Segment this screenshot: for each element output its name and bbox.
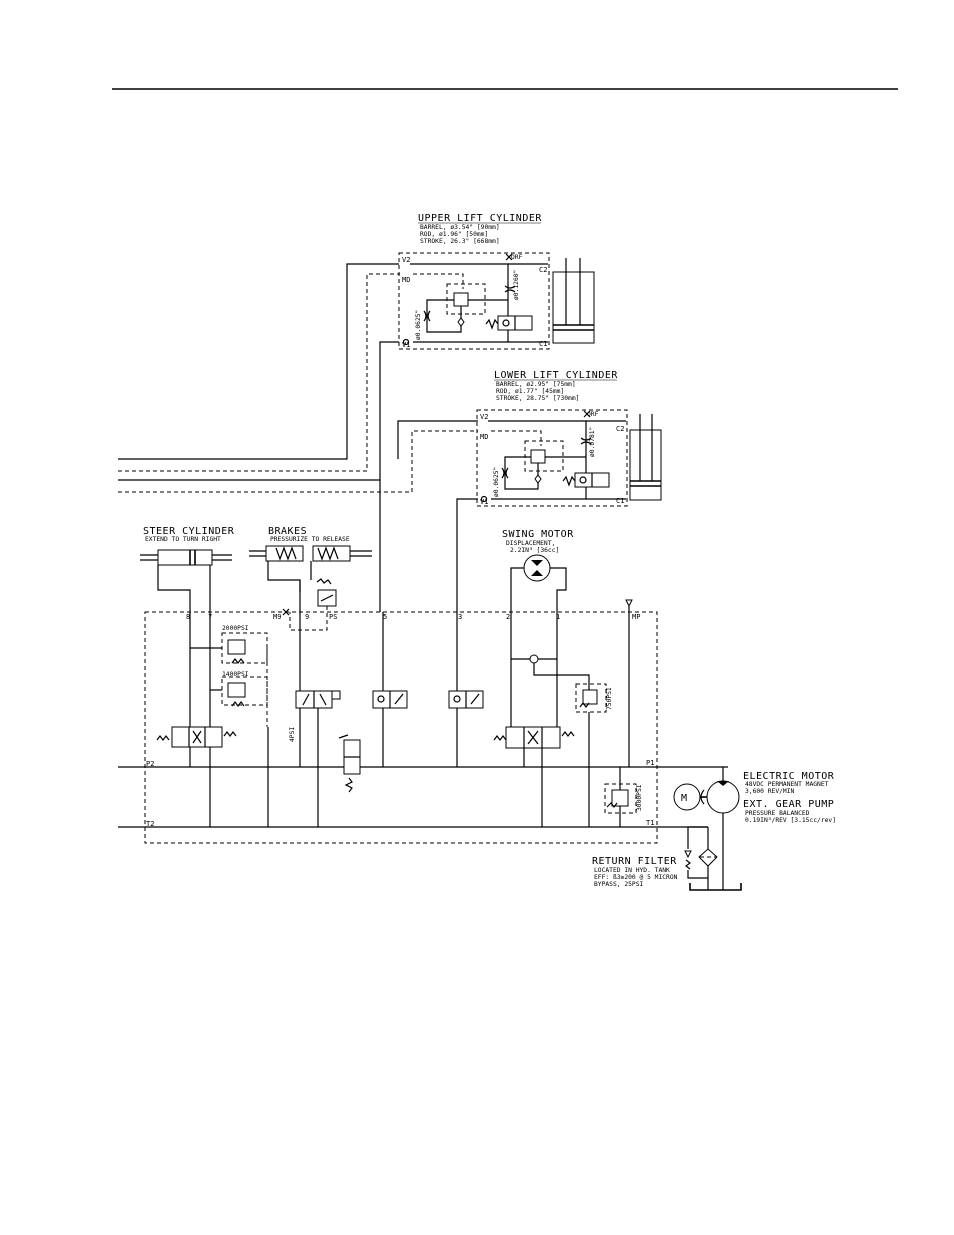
lower-cylinder-body [629,429,662,501]
manifold-port: 9 [305,613,309,621]
steer-cylinder: STEER CYLINDER EXTEND TO TURN RIGHT [140,526,235,612]
orifice-size: ø0.0625" [415,310,422,340]
lower-lift-spec: STROKE, 28.75" [730mm] [496,395,579,402]
swing-title: SWING MOTOR [502,529,574,540]
swing-motor: SWING MOTOR DISPLACEMENT, 2.2IN³ [36cc] [502,529,574,612]
lower-lift-spec: BARREL, ø2.95" [75mm] [496,381,576,388]
orifice-size: ø0.0781" [589,427,596,457]
manifold-port: P2 [146,760,154,768]
brakes: BRAKES PRESSURIZE TO RELEASE [249,526,372,631]
upper-lift-cylinder: UPPER LIFT CYLINDER BARREL, ø3.54" [90mm… [398,213,595,350]
motor-title: ELECTRIC MOTOR [743,771,835,782]
filter-spec: EFF: ß3≥200 @ 5 MICRON [594,874,678,881]
upper-cylinder-body [552,271,595,344]
manifold-port: 1 [556,613,560,621]
lower-lift-title: LOWER LIFT CYLINDER [494,370,618,381]
pump-spec: PRESSURE BALANCED [745,810,810,817]
manifold-port: M9 [273,613,281,621]
motor-pump-unit: M ELECTRIC MOTOR 48VDC PERMANENT MAGNET … [673,767,836,890]
port-label: C1 [539,340,547,348]
port-label: V2 [480,413,488,421]
filter-spec: LOCATED IN HYD. TANK [594,867,670,874]
port-label: C2 [539,266,547,274]
manifold-port: 5 [383,613,387,621]
manifold-port: PS [329,613,337,621]
brake-left [265,545,304,562]
manifold-port: MP [632,613,640,621]
orifice-label: ORF [511,254,523,261]
port-label: C1 [616,497,624,505]
lower-lift-spec: ROD, ø1.77" [45mm] [496,388,564,395]
motor-symbol-letter: M [681,793,688,804]
return-filter: RETURN FILTER LOCATED IN HYD. TANK EFF: … [592,826,742,891]
upper-lift-spec: STROKE, 26.3" [668mm] [420,238,500,245]
check-setting: 4PSI [289,727,296,742]
manifold-port: 3 [458,613,462,621]
manifold-port: T2 [146,820,154,828]
port-label: MD [480,433,488,441]
steer-note: EXTEND TO TURN RIGHT [145,536,221,543]
upper-lift-spec: ROD, ø1.96" [50mm] [420,231,488,238]
filter-spec: BYPASS, 25PSI [594,881,643,888]
brakes-title: BRAKES [268,526,307,537]
port-label: V2 [402,256,410,264]
lower-lift-cylinder: LOWER LIFT CYLINDER BARREL, ø2.95" [75mm… [476,370,662,507]
lower-valve-block [476,409,628,507]
orifice-label: ORF [587,411,599,418]
port-label: MD [402,276,410,284]
orifice-size: ø0.0625" [493,467,500,497]
manifold-port: P1 [646,759,654,767]
swing-motor-symbol [523,554,551,582]
valve-manifold: 8 7 M9 9 PS 5 3 2 1 MP P1 P2 T1 T2 2000P… [118,599,728,844]
relief-setting: 1400PSI [222,671,249,678]
orifice-size: ø0.1260" [513,270,520,300]
steer-cylinder-body [157,549,213,566]
relief-setting: 2000PSI [222,625,249,632]
brakes-note: PRESSURIZE TO RELEASE [270,536,350,543]
port-label: C2 [616,425,624,433]
filter-title: RETURN FILTER [592,856,677,867]
swing-spec: DISPLACEMENT, [506,540,555,547]
upper-lift-spec: BARREL, ø3.54" [90mm] [420,224,500,231]
pump-spec: 0.19IN³/REV [3.15cc/rev] [745,817,836,824]
manifold-port: 8 [186,613,190,621]
relief-setting: 3000PSI [636,784,643,811]
manifold-port: 2 [506,613,510,621]
pump-title: EXT. GEAR PUMP [743,799,834,810]
steer-title: STEER CYLINDER [143,526,235,537]
swing-spec: 2.2IN³ [36cc] [510,547,559,554]
manifold-boundary [144,611,658,844]
upper-lift-title: UPPER LIFT CYLINDER [418,213,542,224]
motor-spec: 48VDC PERMANENT MAGNET [745,781,829,788]
upper-valve-block [398,252,550,350]
motor-spec: 3,600 REV/MIN [745,788,794,795]
feed-lines [118,263,478,612]
relief-setting: 750PSI [606,687,613,710]
manifold-port: T1 [646,819,654,827]
